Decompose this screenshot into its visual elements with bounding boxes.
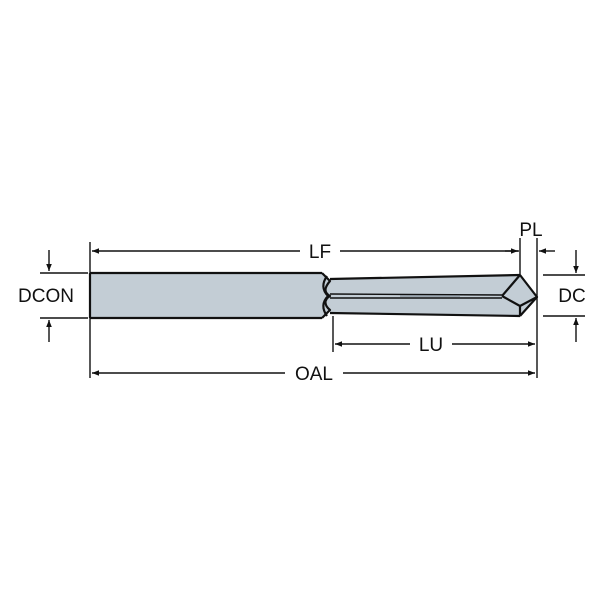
dimension-oal: OAL — [92, 364, 535, 385]
extension-lines — [40, 238, 585, 378]
label-lu: LU — [419, 335, 443, 356]
shank — [90, 273, 330, 318]
flute-center-line-upper — [329, 293, 503, 296]
label-dcon: DCON — [18, 286, 74, 307]
dimension-dc: DC — [558, 250, 586, 342]
label-lf: LF — [309, 242, 331, 263]
label-dc: DC — [558, 286, 585, 307]
dimension-lu: LU — [335, 335, 535, 356]
neck-transition-inner — [322, 275, 330, 317]
label-pl: PL — [519, 220, 542, 241]
dimension-lf: LF — [92, 242, 518, 263]
label-oal: OAL — [295, 364, 333, 385]
tool-body — [88, 271, 539, 320]
neck-transition — [321, 272, 332, 319]
dimension-pl: PL — [505, 220, 555, 254]
dimension-dcon: DCON — [18, 250, 74, 342]
flute-top-edge — [329, 273, 521, 281]
flute-bottom-edge — [329, 311, 521, 318]
